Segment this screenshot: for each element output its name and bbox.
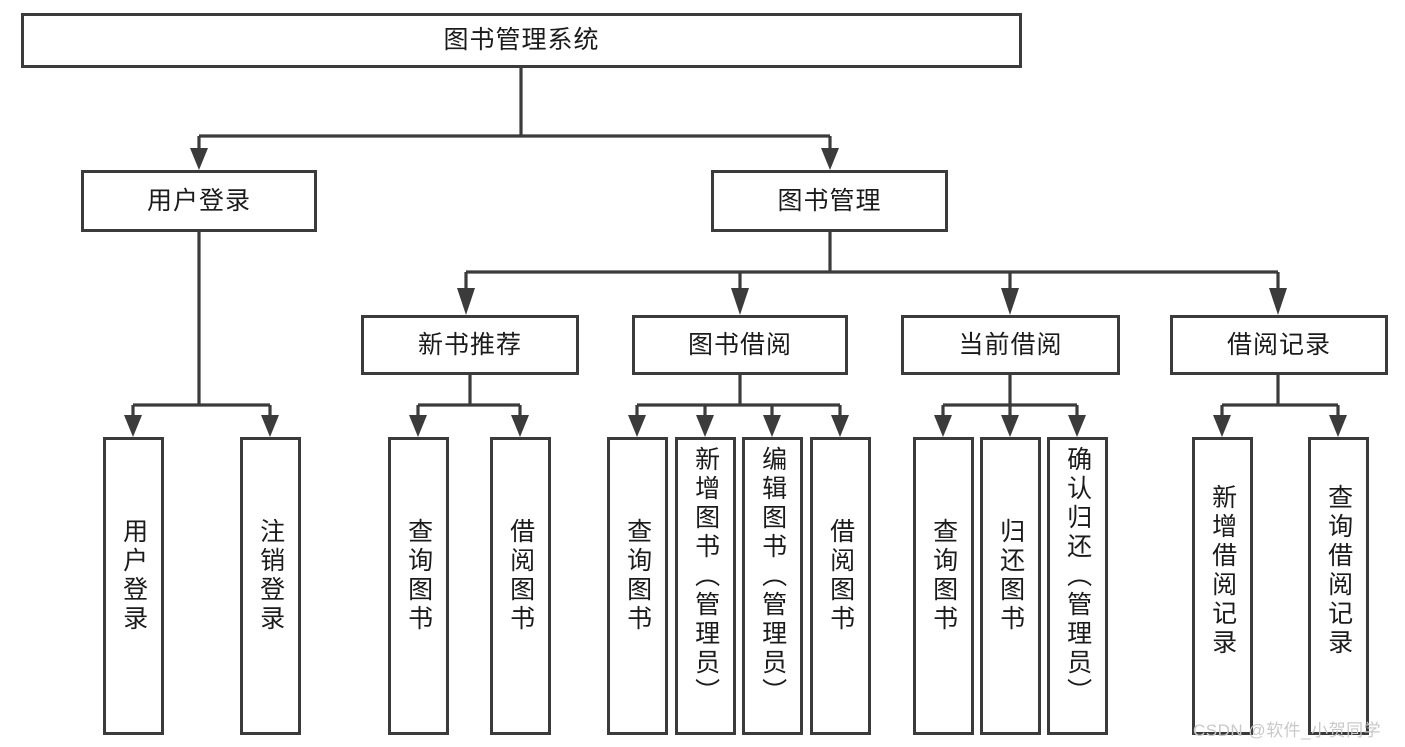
leaf-user-login[interactable]: 用户登录 (103, 437, 164, 735)
leaf-edit-book-admin[interactable]: 编辑图书（管理员） (742, 437, 803, 735)
node-root-label: 图书管理系统 (443, 26, 600, 55)
leaf-query-books-recommend[interactable]: 查询图书 (388, 437, 449, 735)
csdn-watermark: CSDN @软件_小贺同学 (1193, 721, 1382, 740)
leaf-query-borrow-record-label: 查询借阅记录 (1324, 484, 1353, 658)
leaf-query-books-recommend-label: 查询图书 (404, 518, 433, 634)
leaf-query-books-borrow[interactable]: 查询图书 (607, 437, 668, 735)
node-borrow-record[interactable]: 借阅记录 (1170, 315, 1388, 375)
leaf-query-books-borrow-label: 查询图书 (623, 518, 652, 634)
node-new-book-recommend[interactable]: 新书推荐 (361, 315, 579, 375)
node-book-borrow[interactable]: 图书借阅 (632, 315, 848, 375)
node-current-borrow[interactable]: 当前借阅 (901, 315, 1120, 375)
leaf-query-books-current-label: 查询图书 (929, 518, 958, 634)
leaf-logout[interactable]: 注销登录 (240, 437, 301, 735)
node-root[interactable]: 图书管理系统 (21, 13, 1022, 68)
node-user-login[interactable]: 用户登录 (81, 170, 317, 232)
leaf-add-book-admin[interactable]: 新增图书（管理员） (675, 437, 736, 735)
leaf-logout-label: 注销登录 (256, 518, 285, 634)
leaf-return-books[interactable]: 归还图书 (980, 437, 1041, 735)
node-user-login-label: 用户登录 (146, 186, 251, 215)
leaf-borrow-books[interactable]: 借阅图书 (810, 437, 871, 735)
node-borrow-record-label: 借阅记录 (1226, 330, 1331, 359)
node-book-management[interactable]: 图书管理 (711, 170, 948, 232)
leaf-borrow-books-recommend[interactable]: 借阅图书 (490, 437, 551, 735)
leaf-query-borrow-record[interactable]: 查询借阅记录 (1308, 437, 1369, 735)
leaf-confirm-return-admin[interactable]: 确认归还（管理员） (1047, 437, 1108, 735)
leaf-user-login-label: 用户登录 (119, 518, 148, 634)
leaf-confirm-return-admin-label: 确认归还（管理员） (1063, 446, 1092, 707)
node-current-borrow-label: 当前借阅 (958, 330, 1063, 359)
leaf-borrow-books-recommend-label: 借阅图书 (506, 518, 535, 634)
leaf-return-books-label: 归还图书 (996, 518, 1025, 634)
leaf-query-books-current[interactable]: 查询图书 (913, 437, 974, 735)
node-book-management-label: 图书管理 (777, 186, 882, 215)
leaf-add-borrow-record-label: 新增借阅记录 (1208, 484, 1237, 658)
node-book-borrow-label: 图书借阅 (687, 330, 792, 359)
leaf-add-borrow-record[interactable]: 新增借阅记录 (1192, 437, 1253, 735)
leaf-add-book-admin-label: 新增图书（管理员） (691, 446, 720, 707)
leaf-edit-book-admin-label: 编辑图书（管理员） (758, 446, 787, 707)
leaf-borrow-books-label: 借阅图书 (826, 518, 855, 634)
node-new-book-recommend-label: 新书推荐 (417, 330, 522, 359)
